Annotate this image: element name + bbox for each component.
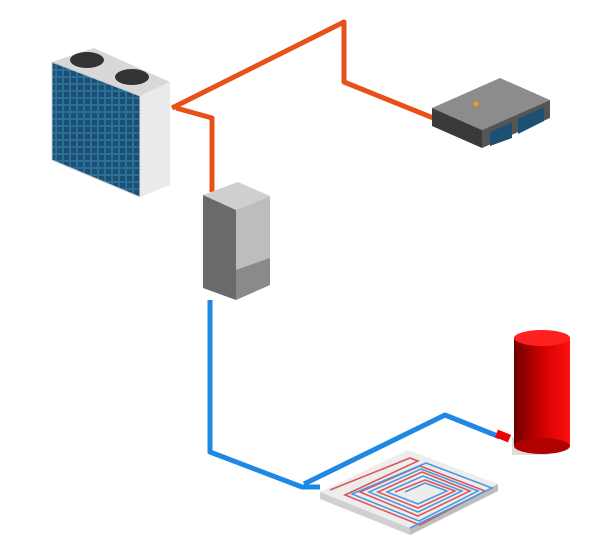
- refrigerant-pipes: [170, 19, 459, 192]
- outdoor-unit: [51, 48, 170, 198]
- ducted-unit: [432, 78, 550, 148]
- tank-valve: [495, 429, 511, 443]
- water-pipes: [207, 300, 501, 490]
- indoor-wall-unit: [203, 182, 270, 300]
- fan-icon: [70, 52, 104, 68]
- underfloor-heating-slab: [320, 450, 498, 535]
- fan-icon: [115, 69, 149, 85]
- hot-water-tank: [512, 330, 570, 455]
